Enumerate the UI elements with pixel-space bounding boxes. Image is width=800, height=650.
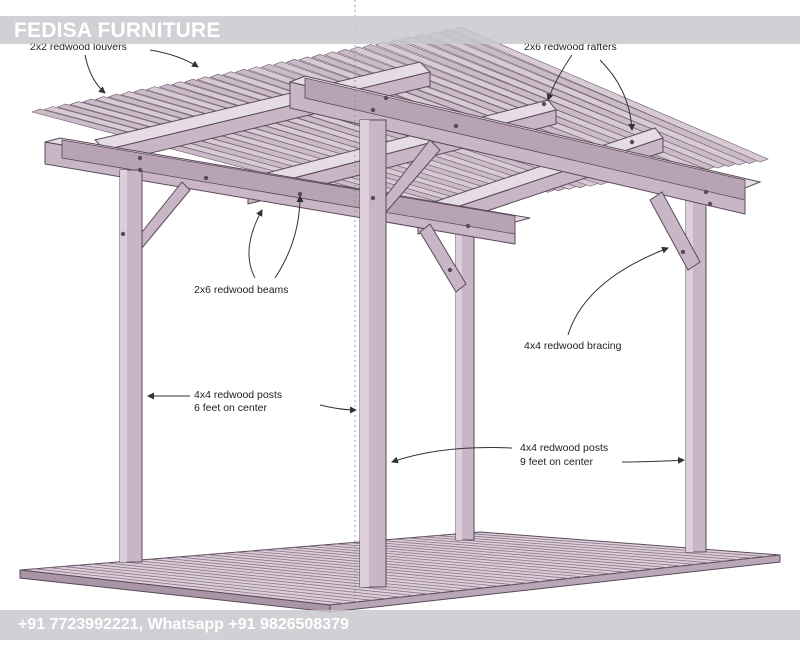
deck-board-line bbox=[350, 542, 654, 570]
deck-board-line bbox=[163, 557, 471, 590]
deck-board-line bbox=[364, 541, 668, 568]
deck-board-line bbox=[264, 549, 570, 579]
deck-board-line bbox=[451, 533, 752, 559]
deck-board-line bbox=[48, 567, 359, 603]
label-posts-right-line2: 9 feet on center bbox=[520, 456, 593, 468]
deck-board-line bbox=[307, 545, 612, 575]
label-bracing: 4x4 redwood bracing bbox=[524, 340, 622, 352]
brand-name: FEDISA FURNITURE bbox=[14, 19, 221, 42]
label-posts-right-line1: 4x4 redwood posts bbox=[520, 442, 608, 454]
deck-board-line bbox=[293, 547, 598, 576]
label-posts-left-line2: 6 feet on center bbox=[194, 402, 267, 414]
deck-board-line bbox=[178, 556, 485, 589]
deck-board-line bbox=[106, 562, 415, 597]
bracing bbox=[141, 139, 701, 293]
labels: 2x2 redwood louvers 2x6 redwood rafters … bbox=[30, 41, 622, 468]
label-louvers: 2x2 redwood louvers bbox=[30, 41, 127, 53]
deck-board-line bbox=[408, 537, 710, 564]
deck-board-line bbox=[34, 568, 345, 604]
bolts bbox=[120, 95, 713, 273]
deck-board-line bbox=[149, 558, 457, 592]
deck-board-line bbox=[379, 539, 682, 567]
label-rafters: 2x6 redwood rafters bbox=[524, 41, 617, 53]
deck-board-line bbox=[393, 538, 696, 565]
back-posts bbox=[455, 199, 707, 553]
deck-board-line bbox=[192, 555, 499, 587]
label-beams: 2x6 redwood beams bbox=[194, 284, 289, 296]
deck-board-line bbox=[436, 535, 738, 561]
deck-board-line bbox=[134, 560, 443, 593]
label-posts-left-line1: 4x4 redwood posts bbox=[194, 389, 282, 401]
front-posts bbox=[119, 119, 387, 588]
watermark-text: ed bbox=[322, 302, 345, 324]
deck-board-line bbox=[91, 563, 401, 598]
deck-board-line bbox=[77, 564, 387, 600]
deck-board-line bbox=[249, 550, 556, 581]
deck-board-line bbox=[63, 566, 373, 601]
deck-board-line bbox=[422, 536, 724, 562]
floor-decking bbox=[19, 531, 781, 613]
side-beam bbox=[288, 75, 762, 215]
deck-board-line bbox=[336, 543, 640, 572]
leader-lines bbox=[84, 49, 685, 464]
deck-board-line bbox=[278, 548, 584, 578]
contact-info: +91 7723992221, Whatsapp +91 9826508379 bbox=[18, 616, 349, 633]
deck-board-line bbox=[235, 551, 541, 582]
footer-banner bbox=[0, 610, 800, 640]
front-beam bbox=[44, 137, 531, 245]
deck-board-line bbox=[120, 561, 429, 595]
deck-board-line bbox=[465, 532, 766, 557]
header-banner bbox=[0, 16, 800, 44]
